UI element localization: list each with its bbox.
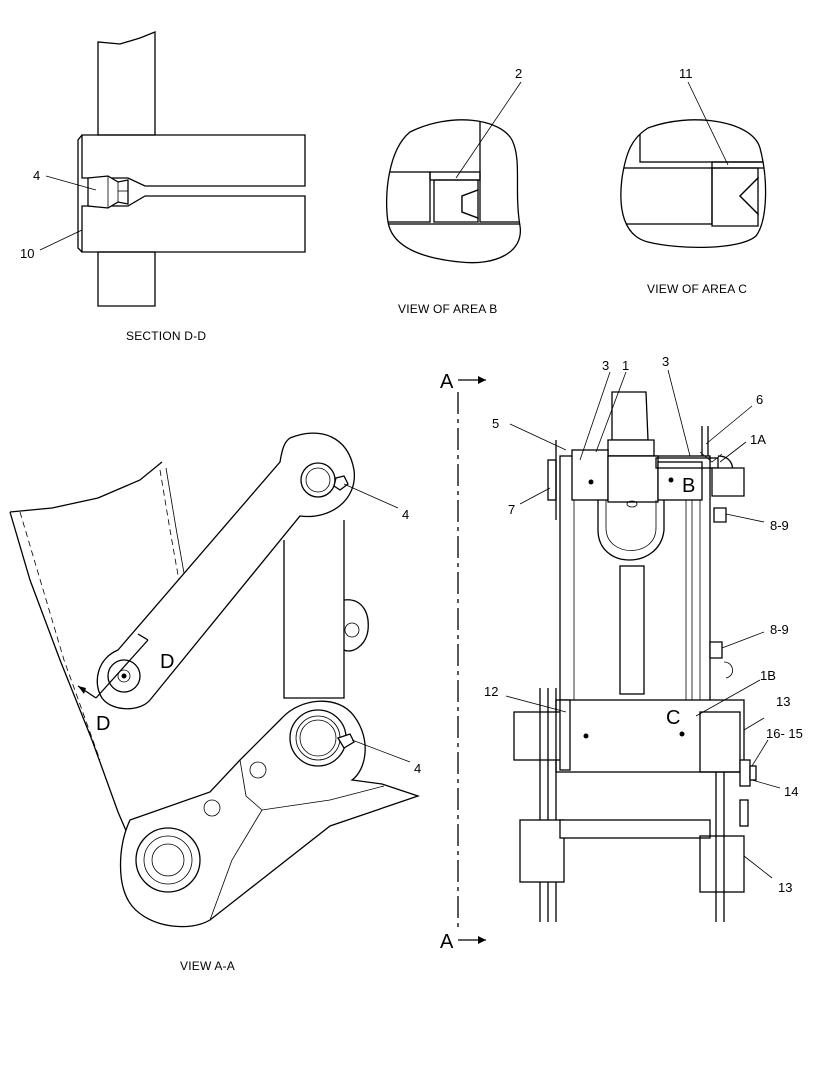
callout-2: 2 bbox=[515, 66, 522, 81]
callout-7: 7 bbox=[508, 502, 515, 517]
callout-12: 12 bbox=[484, 684, 498, 699]
callout-1b: 1B bbox=[760, 668, 776, 683]
callout-4-upper: 4 bbox=[402, 507, 409, 522]
callout-13-upper: 13 bbox=[776, 694, 790, 709]
callout-8-9-middle: 8-9 bbox=[770, 622, 789, 637]
caption-view-of-area-c: VIEW OF AREA C bbox=[647, 282, 747, 296]
caption-view-of-area-b: VIEW OF AREA B bbox=[398, 302, 498, 316]
callout-1: 1 bbox=[622, 358, 629, 373]
section-dd: 4 10 SECTION D-D bbox=[20, 31, 306, 343]
callout-4-lower: 4 bbox=[414, 761, 421, 776]
section-mark-a-top: A bbox=[440, 371, 454, 393]
side-elevation: A A bbox=[440, 354, 803, 953]
detail-mark-c: C bbox=[666, 707, 680, 729]
section-mark-d-lower: D bbox=[96, 713, 110, 735]
callout-4: 4 bbox=[33, 168, 40, 183]
callout-5: 5 bbox=[492, 416, 499, 431]
caption-section-dd: SECTION D-D bbox=[126, 329, 206, 343]
callout-8-9-upper: 8-9 bbox=[770, 518, 789, 533]
view-aa: 4 4 D D VIEW A-A bbox=[9, 432, 421, 973]
callout-6: 6 bbox=[756, 392, 763, 407]
callout-13-lower: 13 bbox=[778, 880, 792, 895]
section-mark-d-upper: D bbox=[160, 651, 174, 673]
view-of-area-c: 11 VIEW OF AREA C bbox=[620, 66, 767, 296]
section-mark-a-bottom: A bbox=[440, 931, 454, 953]
callout-1a: 1A bbox=[750, 432, 766, 447]
callout-16-15: 16- 15 bbox=[766, 726, 803, 741]
callout-14: 14 bbox=[784, 784, 798, 799]
caption-view-aa: VIEW A-A bbox=[180, 959, 235, 973]
callout-11: 11 bbox=[679, 66, 693, 81]
view-of-area-b: 2 VIEW OF AREA B bbox=[386, 66, 522, 316]
callout-3-left: 3 bbox=[602, 358, 609, 373]
detail-mark-b: B bbox=[682, 475, 695, 497]
callout-3-right: 3 bbox=[662, 354, 669, 369]
callout-10: 10 bbox=[20, 246, 34, 261]
